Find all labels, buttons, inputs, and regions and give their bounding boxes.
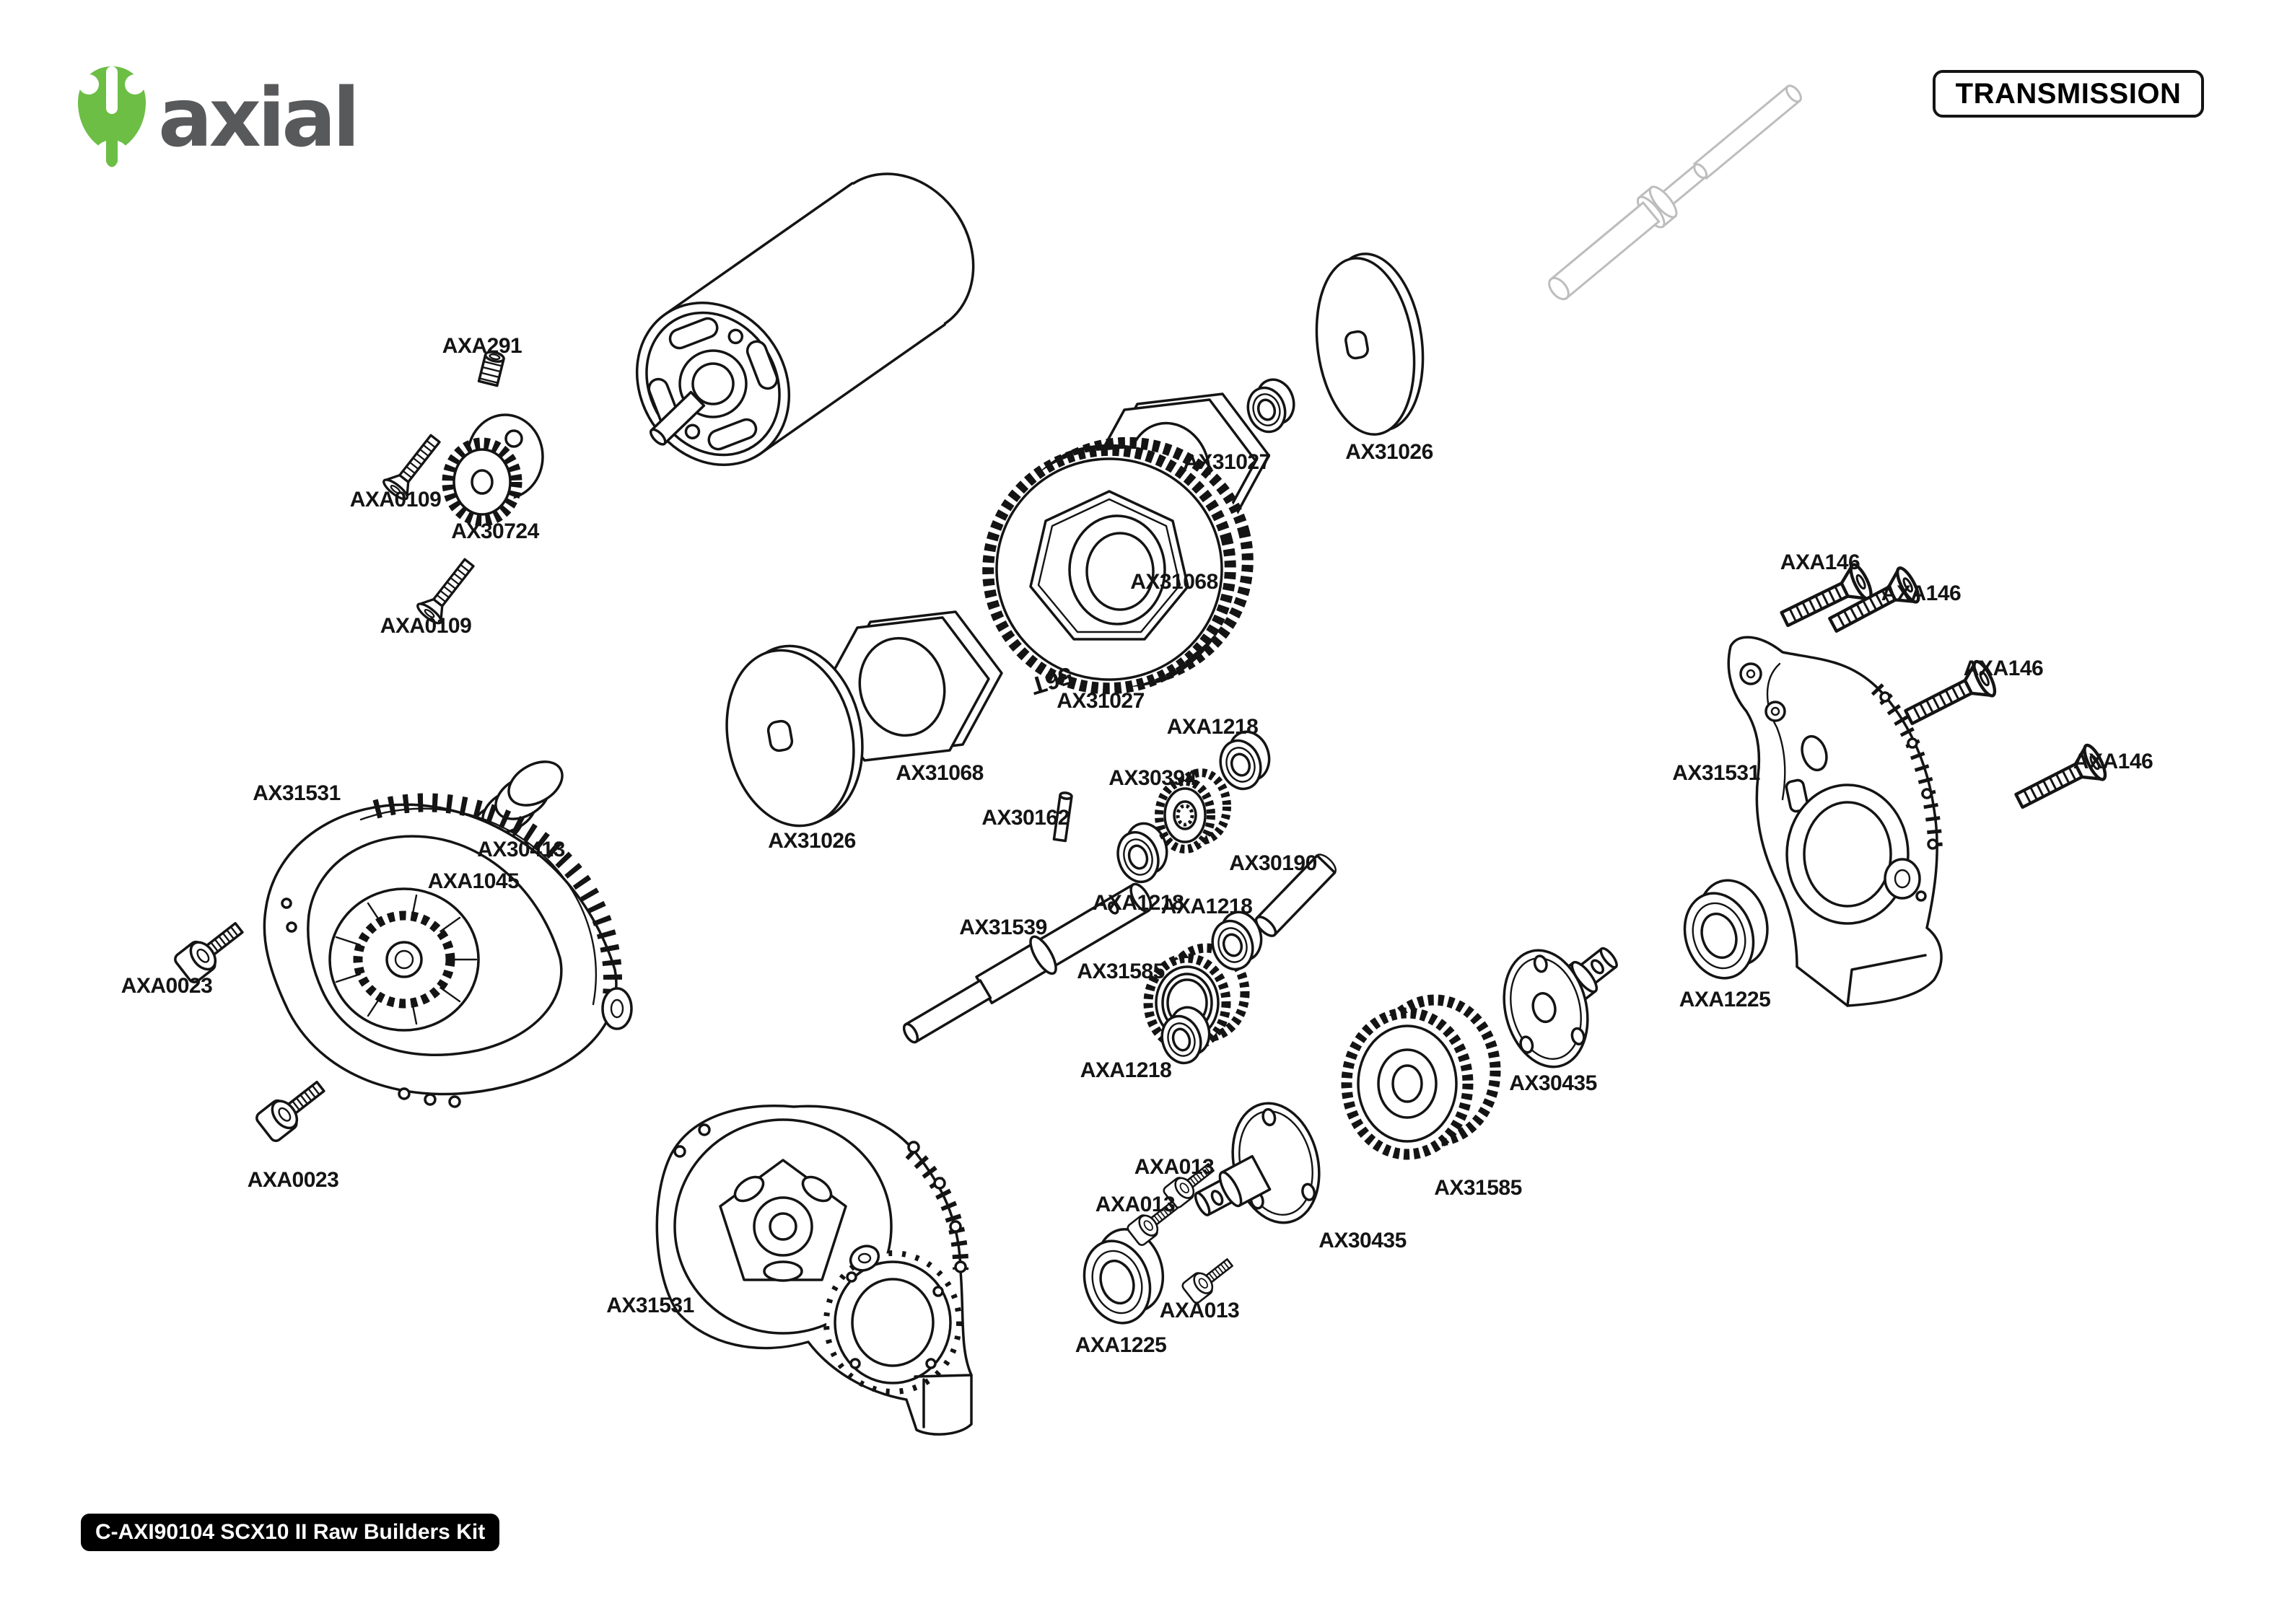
part-label-axa013-b: AXA013 — [1095, 1193, 1176, 1216]
drum-screw-bottom — [253, 1072, 332, 1145]
slipper-plate-left — [725, 644, 864, 828]
pinion-gear — [442, 413, 544, 527]
motor-drawing — [635, 172, 975, 466]
center-case-drawing — [655, 1105, 973, 1436]
part-label-ax31585-b: AX31585 — [1434, 1176, 1522, 1200]
sheet-title: TRANSMISSION — [1933, 70, 2204, 118]
gear-31585-b — [1341, 994, 1501, 1160]
part-label-axa146-c: AXA146 — [1963, 657, 2044, 680]
part-label-ax31531-drum: AX31531 — [253, 781, 341, 805]
set-screw — [477, 351, 505, 387]
spur-bearing — [1246, 378, 1295, 434]
spur-pin — [1052, 791, 1073, 843]
part-label-ax30435-a: AX30435 — [1319, 1229, 1407, 1252]
bearing-1218-d — [1160, 1006, 1211, 1065]
part-label-ax30724: AX30724 — [451, 519, 539, 543]
idler-pin — [1254, 853, 1337, 937]
part-label-axa0023-b: AXA0023 — [247, 1168, 339, 1192]
part-label-axa146-a: AXA146 — [1780, 550, 1860, 574]
part-label-axa146-d: AXA146 — [2073, 750, 2153, 773]
kit-tag: C-AXI90104 SCX10 II Raw Builders Kit — [81, 1514, 500, 1551]
part-label-ax31026-a: AX31026 — [1345, 440, 1433, 464]
part-label-axa1225-a: AXA1225 — [1075, 1333, 1167, 1357]
part-label-ax30435-b: AX30435 — [1509, 1071, 1597, 1095]
part-label-axa013-a: AXA013 — [1134, 1155, 1215, 1179]
output-flange-left — [1194, 1102, 1321, 1224]
part-label-ax31027-bearing: AX31027 — [1183, 450, 1271, 474]
axial-logo-icon — [78, 66, 146, 169]
part-label-ax31068-b: AX31068 — [896, 761, 984, 785]
gear-30394 — [1155, 768, 1231, 853]
part-label-axa146-b: AXA146 — [1881, 581, 1962, 605]
part-label-axa1218-d: AXA1218 — [1080, 1058, 1172, 1082]
part-label-ax30190: AX30190 — [1229, 851, 1317, 875]
bearing-1218-a — [1219, 730, 1271, 791]
sheet-title-text: TRANSMISSION — [1955, 77, 2182, 110]
axial-wordmark: axial — [158, 71, 357, 165]
bearing-1218-c — [1211, 910, 1263, 971]
part-label-ax31027-spur: AX31027 — [1057, 689, 1145, 713]
ghost-output-shaft — [1548, 84, 1802, 301]
part-label-axa0109-b: AXA0109 — [380, 614, 472, 638]
part-label-ax31068-a: AX31068 — [1130, 570, 1218, 594]
part-label-axa1218-c: AXA1218 — [1160, 895, 1253, 918]
part-label-axa0023-a: AXA0023 — [121, 974, 213, 998]
part-label-ax31539: AX31539 — [959, 916, 1047, 939]
part-label-ax31585-a: AX31585 — [1077, 960, 1165, 983]
part-label-axa1218-b: AXA1218 — [1092, 891, 1184, 915]
part-label-axa1045: AXA1045 — [427, 869, 520, 893]
spur-gear-drawing: 56T — [982, 436, 1254, 700]
part-label-ax30413: AX30413 — [477, 838, 565, 861]
part-label-axa0109-a: AXA0109 — [349, 488, 442, 512]
right-case-drawing — [1727, 636, 1943, 1007]
part-label-ax30394: AX30394 — [1108, 766, 1197, 790]
bearing-1225-right — [1683, 879, 1769, 980]
part-label-ax30162: AX30162 — [981, 806, 1070, 830]
slipper-drum-drawing — [263, 793, 633, 1108]
part-label-axa013-c: AXA013 — [1159, 1299, 1240, 1322]
output-flange-right — [1503, 947, 1618, 1068]
top-shaft — [902, 882, 1153, 1044]
part-label-ax31531-right: AX31531 — [1672, 761, 1760, 785]
part-label-ax31531-center: AX31531 — [606, 1294, 694, 1317]
part-label-axa1218-a: AXA1218 — [1166, 715, 1259, 739]
part-label-ax31026-b: AX31026 — [768, 829, 856, 853]
axial-logo: axial — [78, 66, 360, 169]
part-label-axa291: AXA291 — [442, 334, 522, 358]
output-screw-c — [1180, 1252, 1238, 1306]
slipper-plate-right — [1315, 253, 1425, 436]
kit-tag-text: C-AXI90104 SCX10 II Raw Builders Kit — [95, 1520, 486, 1544]
part-label-axa1225-b: AXA1225 — [1679, 988, 1771, 1011]
bearing-1225-left — [1083, 1228, 1165, 1325]
